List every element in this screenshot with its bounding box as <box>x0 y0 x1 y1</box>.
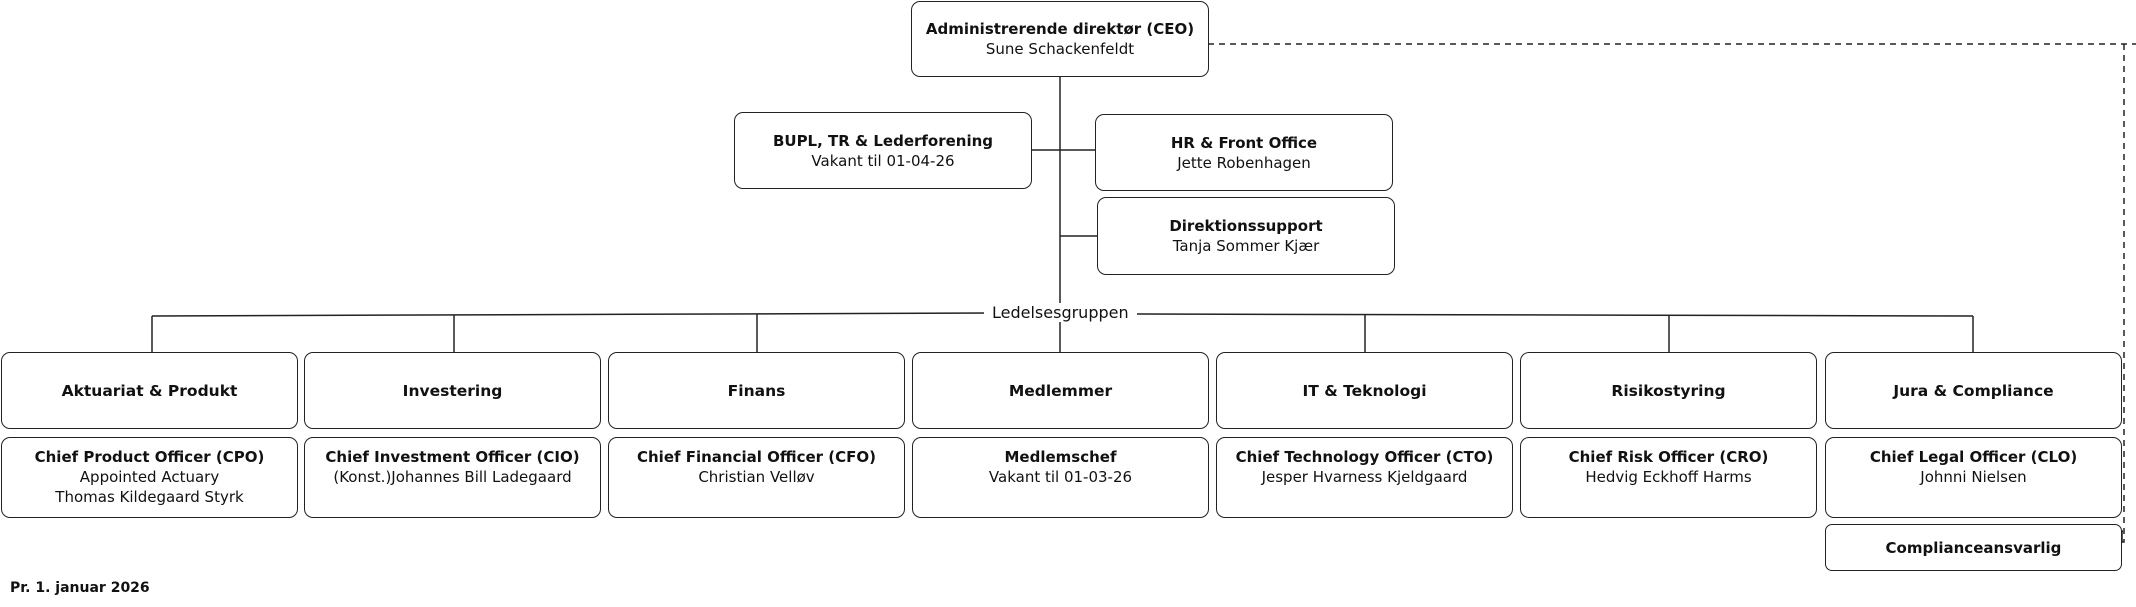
department-head-box: Aktuariat & Produkt <box>1 352 298 429</box>
group-label: Ledelsesgruppen <box>984 303 1137 322</box>
compliance-box: Complianceansvarlig <box>1825 524 2122 571</box>
department-heading: Risikostyring <box>1611 381 1726 400</box>
department-heading: IT & Teknologi <box>1302 381 1427 400</box>
officer-role: Chief Technology Officer (CTO) <box>1235 448 1494 466</box>
officer-role: Medlemschef <box>1004 448 1117 466</box>
officer-role: Chief Financial Officer (CFO) <box>636 448 877 466</box>
officer-box: Chief Technology Officer (CTO) Jesper Hva… <box>1216 437 1513 518</box>
department-head-box: Investering <box>304 352 601 429</box>
direktion-name: Tanja Sommer Kjær <box>1172 237 1320 255</box>
department-heading: Medlemmer <box>1008 381 1113 400</box>
bupl-box: BUPL, TR & Lederforening Vakant til 01-0… <box>734 112 1032 189</box>
department-heading: Jura & Compliance <box>1893 381 2054 400</box>
hr-box: HR & Front Office Jette Robenhagen <box>1095 114 1393 191</box>
ceo-name: Sune Schackenfeldt <box>985 40 1135 58</box>
officer-line: Christian Velløv <box>698 468 815 486</box>
officer-box: Chief Risk Officer (CRO) Hedvig Eckhoff H… <box>1520 437 1817 518</box>
officer-role: Chief Product Officer (CPO) <box>34 448 265 466</box>
direktion-title: Direktionssupport <box>1169 217 1323 235</box>
officer-line: Thomas Kildegaard Styrk <box>55 488 244 506</box>
officer-box: Chief Legal Officer (CLO) Johnni Nielsen <box>1825 437 2122 518</box>
officer-box: Chief Financial Officer (CFO) Christian V… <box>608 437 905 518</box>
officer-role: Chief Legal Officer (CLO) <box>1869 448 2078 466</box>
officer-line: Hedvig Eckhoff Harms <box>1585 468 1752 486</box>
department-head-box: Medlemmer <box>912 352 1209 429</box>
department-heading: Finans <box>727 381 786 400</box>
officer-line: (Konst.)Johannes Bill Ladegaard <box>333 468 572 486</box>
department-head-box: Jura & Compliance <box>1825 352 2122 429</box>
officer-line: Johnni Nielsen <box>1920 468 2027 486</box>
ceo-title: Administrerende direktør (CEO) <box>925 20 1195 38</box>
hr-title: HR & Front Office <box>1170 133 1318 152</box>
officer-role: Chief Risk Officer (CRO) <box>1568 448 1769 466</box>
officer-line: Jesper Hvarness Kjeldgaard <box>1261 468 1468 486</box>
officer-role: Chief Investment Officer (CIO) <box>325 448 580 466</box>
department-head-box: IT & Teknologi <box>1216 352 1513 429</box>
officer-box: Chief Investment Officer (CIO) (Konst.)Jo… <box>304 437 601 518</box>
ceo-box: Administrerende direktør (CEO) Sune Scha… <box>911 1 1209 77</box>
department-head-box: Risikostyring <box>1520 352 1817 429</box>
officer-line: Appointed Actuary <box>79 468 220 486</box>
direktion-box: Direktionssupport Tanja Sommer Kjær <box>1097 197 1395 275</box>
officer-line: Vakant til 01-03-26 <box>988 468 1133 486</box>
department-head-box: Finans <box>608 352 905 429</box>
department-heading: Aktuariat & Produkt <box>61 381 238 400</box>
compliance-title: Complianceansvarlig <box>1885 538 2062 557</box>
department-heading: Investering <box>402 381 503 400</box>
bupl-name: Vakant til 01-04-26 <box>811 151 955 170</box>
officer-box: Chief Product Officer (CPO) Appointed Act… <box>1 437 298 518</box>
bupl-title: BUPL, TR & Lederforening <box>772 131 994 150</box>
hr-name: Jette Robenhagen <box>1177 153 1311 172</box>
footer-date: Pr. 1. januar 2026 <box>10 580 150 596</box>
